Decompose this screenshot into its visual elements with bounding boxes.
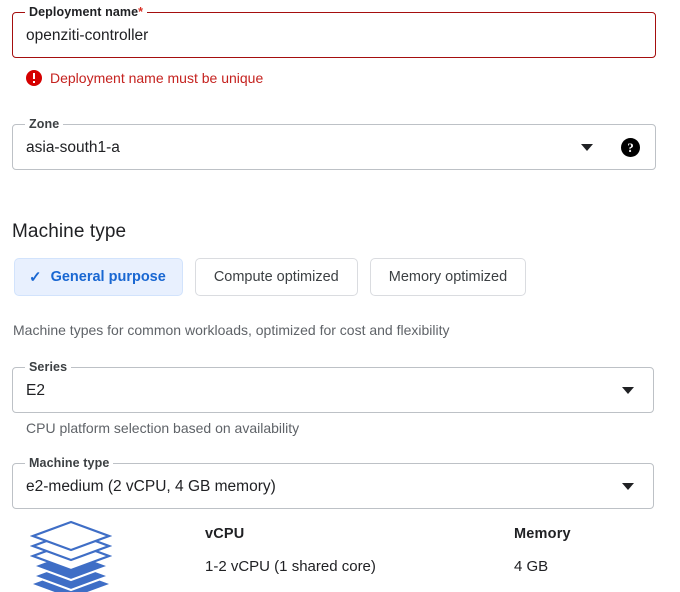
deployment-name-field[interactable]: Deployment name* openziti-controller: [12, 5, 656, 58]
series-helper-text: CPU platform selection based on availabi…: [26, 420, 300, 436]
deployment-name-label-text: Deployment name: [29, 5, 139, 19]
machine-specs-row: vCPU 1-2 vCPU (1 shared core) Memory 4 G…: [0, 512, 680, 592]
machine-type-select-value: e2-medium (2 vCPU, 4 GB memory): [26, 478, 276, 495]
series-value: E2: [26, 382, 45, 399]
machine-type-heading: Machine type: [12, 221, 127, 242]
spec-memory-label: Memory: [514, 526, 571, 542]
chip-memory-optimized[interactable]: Memory optimized: [369, 258, 527, 296]
spec-column-vcpu: vCPU 1-2 vCPU (1 shared core): [205, 524, 376, 577]
machine-family-chip-group: ✓ General purpose Compute optimized Memo…: [14, 258, 527, 296]
error-message-text: Deployment name must be unique: [50, 70, 264, 86]
series-field[interactable]: Series E2: [12, 360, 654, 413]
chevron-down-icon[interactable]: [622, 483, 634, 490]
spec-memory-value: 4 GB: [514, 558, 549, 575]
zone-field[interactable]: Zone asia-south1-a ?: [12, 117, 656, 170]
spec-vcpu-label: vCPU: [205, 526, 245, 542]
error-circle-icon: [26, 70, 42, 86]
series-label: Series: [25, 360, 72, 374]
machine-type-select-label: Machine type: [25, 456, 114, 470]
deployment-name-label: Deployment name*: [25, 5, 148, 19]
spec-vcpu-value: 1-2 vCPU (1 shared core): [205, 558, 376, 575]
machine-family-helper-text: Machine types for common workloads, opti…: [13, 322, 450, 338]
machine-type-select[interactable]: Machine type e2-medium (2 vCPU, 4 GB mem…: [12, 456, 654, 509]
deployment-name-input[interactable]: openziti-controller: [26, 27, 149, 44]
machine-stack-icon: [30, 520, 112, 592]
required-asterisk: *: [138, 5, 144, 19]
chip-memory-optimized-label: Memory optimized: [388, 269, 508, 285]
zone-value: asia-south1-a: [26, 139, 120, 156]
chip-general-purpose-label: General purpose: [50, 269, 166, 285]
check-icon: ✓: [29, 269, 42, 286]
chevron-down-icon[interactable]: [581, 144, 593, 151]
chip-general-purpose[interactable]: ✓ General purpose: [14, 258, 183, 296]
zone-label: Zone: [25, 117, 64, 131]
spec-column-memory: Memory 4 GB: [514, 524, 571, 577]
help-circle-icon[interactable]: ?: [621, 138, 640, 157]
chip-compute-optimized-label: Compute optimized: [213, 269, 339, 285]
chip-compute-optimized[interactable]: Compute optimized: [194, 258, 358, 296]
deployment-name-error: Deployment name must be unique: [26, 70, 263, 86]
chevron-down-icon[interactable]: [622, 387, 634, 394]
